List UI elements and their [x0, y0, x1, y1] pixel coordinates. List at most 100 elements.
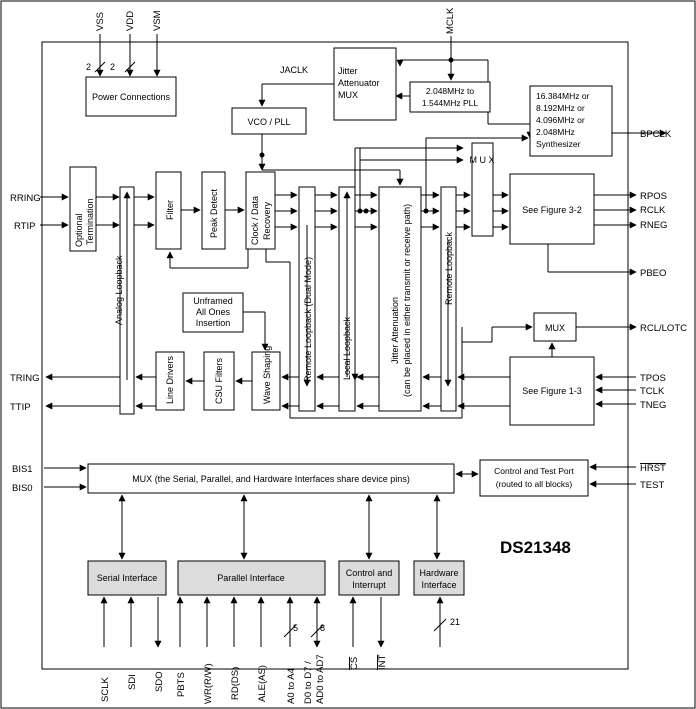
chip-boundary	[41, 41, 629, 670]
rtip-pin-label: RTIP	[14, 221, 35, 232]
tring-pin-label: TRING	[10, 373, 40, 384]
tpos-pin-label: TPOS	[640, 373, 666, 384]
filter-label: Filter	[165, 200, 175, 220]
control-interrupt-label-2: Interrupt	[352, 580, 386, 590]
control-test-label-1: Control and Test Port	[494, 466, 574, 476]
hardware-interface-label-2: Interface	[421, 580, 456, 590]
termination-label-1: Optional	[74, 213, 84, 247]
hrst-pin-label: HRST	[640, 463, 666, 474]
control-test-label-2: (routed to all blocks)	[496, 479, 573, 489]
figure-1-3-block	[509, 356, 595, 426]
interface-mux-block	[87, 463, 455, 494]
analog-loopback-label: Analog Loopback	[114, 255, 124, 325]
jitter-atten-label-1: Jitter Attenuation	[390, 297, 400, 364]
int-pin-label: INT	[377, 655, 388, 671]
unframed-label-1: Unframed	[193, 296, 233, 306]
cdr-label-1: Clock / Data	[250, 196, 260, 245]
synth-label-3: 4.096MHz or	[536, 115, 585, 125]
receive-mux-label: M U X	[469, 155, 494, 165]
test-pin-label: TEST	[640, 480, 664, 491]
rclk-pin-label: RCLK	[640, 205, 666, 216]
cs-pin-label: CS	[349, 657, 360, 670]
ttip-pin-label: TTIP	[10, 402, 31, 413]
vco-pll-label: VCO / PLL	[247, 117, 290, 127]
optional-termination-block	[69, 166, 97, 252]
remote-loopback-label: Remote Loopback	[444, 231, 454, 305]
hardware-interface-label-1: Hardware	[419, 568, 458, 578]
filter-block	[155, 171, 182, 250]
jitter-attenuation-block	[378, 186, 422, 412]
line-drivers-label: Line Drivers	[165, 355, 175, 404]
hardware-interface-block	[413, 560, 465, 596]
wr-pin-label: WR(R/W)	[203, 663, 214, 704]
control-interrupt-label-1: Control and	[346, 568, 393, 578]
address-bus-width: 5	[293, 623, 298, 633]
rring-pin-label: RRING	[10, 193, 41, 204]
cdr-label-2: Recovery	[262, 201, 272, 240]
wave-shaping-label: Wave Shaping	[262, 346, 272, 404]
wave-shaping-block	[251, 351, 281, 411]
unframed-label-2: All Ones	[196, 307, 231, 317]
rcl-mux-label: MUX	[545, 323, 565, 333]
pbts-pin-label: PBTS	[176, 672, 187, 697]
synthesizer-block	[529, 85, 613, 157]
tclk-pin-label: TCLK	[640, 386, 665, 397]
synth-label-2: 8.192MHz or	[536, 103, 585, 113]
synth-label-1: 16.384MHz or	[536, 91, 590, 101]
pll-2048-block	[409, 81, 491, 113]
rcl-mux-block	[533, 312, 577, 342]
rd-pin-label: RD(DS)	[230, 667, 241, 700]
vdd-bus-width: 2	[110, 62, 115, 72]
serial-interface-block	[87, 560, 167, 596]
d0-d7-pin-label-2: AD0 to AD7	[315, 654, 326, 704]
bis0-pin-label: BIS0	[12, 483, 33, 494]
part-number-title: DS21348	[500, 538, 571, 557]
clock-section: MCLK Jitter Attenuator MUX 2.048MHz to 1…	[231, 7, 672, 171]
vsm-pin-label: VSM	[152, 10, 163, 31]
receive-path: RRING RTIP Optional Termination Analog L…	[10, 134, 667, 415]
pll-label-2: 1.544MHz PLL	[422, 98, 478, 108]
power-section: VSS VDD VSM 2 2 Power Connections	[85, 10, 177, 117]
sclk-pin-label: SCLK	[100, 677, 111, 702]
line-drivers-block	[155, 351, 185, 411]
mclk-pin-label: MCLK	[445, 7, 456, 34]
sdi-pin-label: SDI	[127, 674, 138, 690]
data-bus-width: 8	[320, 623, 325, 633]
receive-mux-block	[471, 142, 494, 237]
power-connections-block	[85, 76, 177, 117]
interface-section: MUX (the Serial, Parallel, and Hardware …	[12, 459, 666, 596]
termination-label-2: Termination	[85, 198, 95, 245]
power-connections-label: Power Connections	[92, 92, 171, 102]
pbeo-pin-label: PBEO	[640, 268, 666, 279]
jitter-attenuator-mux-block	[333, 47, 397, 121]
unframed-label-3: Insertion	[196, 318, 231, 328]
rcl-lotc-pin-label: RCL/LOTC	[640, 323, 687, 334]
transmit-path: Unframed All Ones Insertion Wave Shaping…	[10, 249, 687, 426]
vss-pin-label: VSS	[95, 12, 106, 31]
peak-detect-label: Peak Detect	[209, 188, 219, 238]
vdd-pin-label: VDD	[125, 11, 136, 31]
vss-bus-width: 2	[86, 62, 91, 72]
serial-interface-label: Serial Interface	[97, 573, 158, 583]
figure-1-3-label: See Figure 1-3	[522, 386, 582, 396]
bis1-pin-label: BIS1	[12, 464, 33, 475]
jitter-mux-label-3: MUX	[338, 90, 358, 100]
csu-filters-label: CSU Filters	[214, 357, 224, 404]
rpos-pin-label: RPOS	[640, 191, 667, 202]
rneg-pin-label: RNEG	[640, 220, 667, 231]
csu-filters-block	[203, 351, 235, 411]
jitter-atten-label-2: (can be placed in either transmit or rec…	[402, 204, 412, 397]
unframed-all-ones-block	[182, 292, 244, 333]
synth-label-5: Synthesizer	[536, 139, 581, 149]
bottom-pins: 5 8 21 SCLK SDI SDO PBTS WR(R/W) RD(DS) …	[100, 596, 460, 704]
hardware-bus-width: 21	[450, 617, 460, 627]
synth-label-4: 2.048MHz	[536, 127, 575, 137]
parallel-interface-block	[177, 560, 326, 596]
sdo-pin-label: SDO	[154, 671, 165, 692]
control-interrupt-block	[338, 560, 400, 596]
jitter-mux-label-1: Jitter	[338, 66, 358, 76]
bpclk-pin-label: BPCLK	[640, 129, 672, 140]
figure-3-2-block	[509, 173, 595, 245]
